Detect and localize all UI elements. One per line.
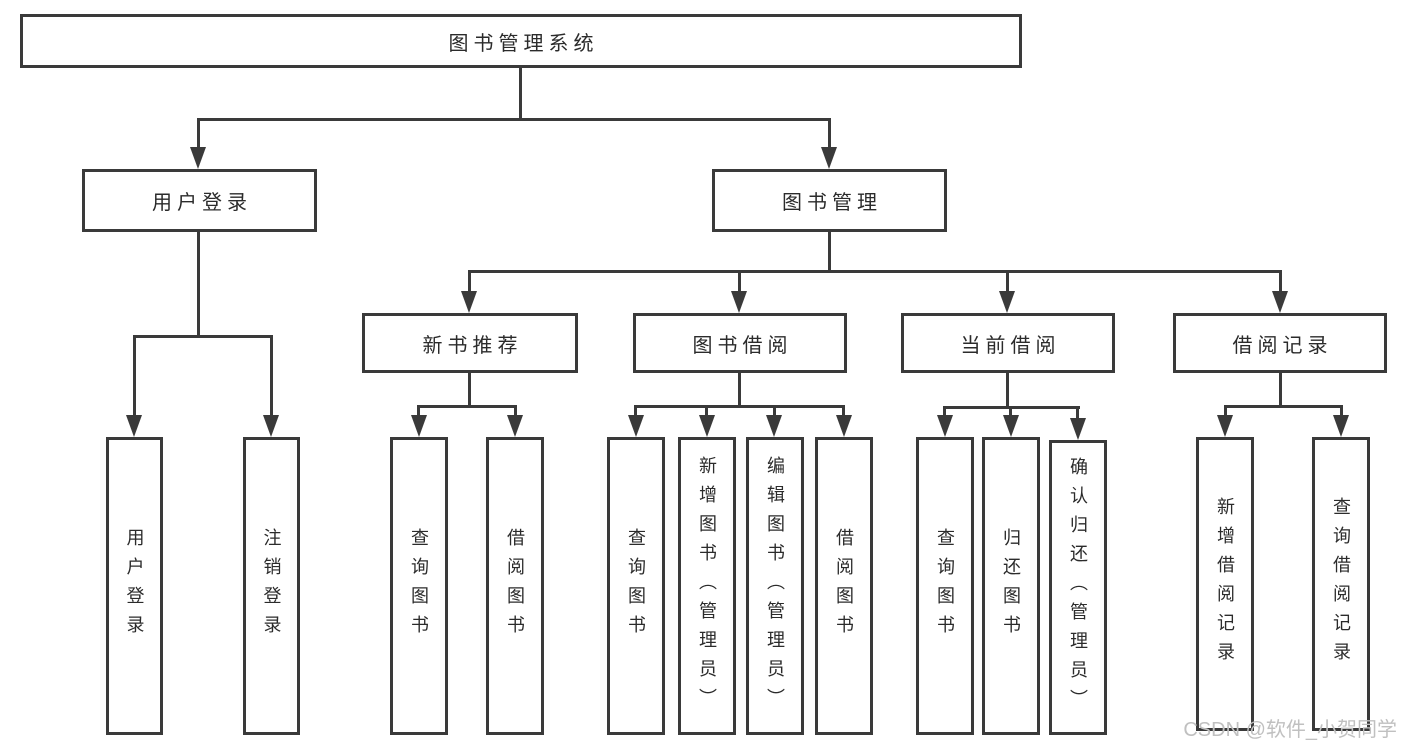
leaf-edit-books-admin: 编辑图书（管理员） xyxy=(746,437,804,735)
leaf-return-books-label: 归还图书 xyxy=(1001,528,1021,644)
arrow-down-icon xyxy=(411,415,427,437)
node-book-borrow: 图书借阅 xyxy=(633,313,847,373)
leaf-add-borrow-record-label: 新增借阅记录 xyxy=(1215,497,1235,671)
arrow-down-icon xyxy=(1003,415,1019,437)
node-new-book-recommend-label: 新书推荐 xyxy=(422,334,523,357)
leaf-borrow-books: 借阅图书 xyxy=(815,437,873,735)
connector-line xyxy=(514,405,517,421)
node-root-label: 图书管理系统 xyxy=(448,32,599,55)
connector-line xyxy=(943,406,946,421)
arrow-down-icon xyxy=(263,415,279,437)
arrow-down-icon xyxy=(999,291,1015,313)
leaf-add-borrow-record: 新增借阅记录 xyxy=(1196,437,1254,731)
arrow-down-icon xyxy=(1333,415,1349,437)
leaf-add-books-admin: 新增图书（管理员） xyxy=(678,437,736,735)
leaf-query-books-current-label: 查询图书 xyxy=(935,528,955,644)
node-user-login: 用户登录 xyxy=(82,169,317,232)
node-root: 图书管理系统 xyxy=(20,14,1022,68)
connector-line xyxy=(1006,270,1009,294)
connector-line xyxy=(1009,406,1012,421)
connector-line xyxy=(197,232,200,338)
arrow-down-icon xyxy=(628,415,644,437)
node-book-management: 图书管理 xyxy=(712,169,947,232)
connector-line xyxy=(1279,270,1282,294)
connector-line xyxy=(738,373,741,408)
connector-line xyxy=(1076,406,1079,421)
connector-line xyxy=(270,335,273,419)
leaf-borrow-books-label: 借阅图书 xyxy=(834,528,854,644)
leaf-query-books-current: 查询图书 xyxy=(916,437,974,735)
leaf-query-books-recommend: 查询图书 xyxy=(390,437,448,735)
arrow-down-icon xyxy=(126,415,142,437)
leaf-query-borrow-record-label: 查询借阅记录 xyxy=(1331,497,1351,671)
node-book-borrow-label: 图书借阅 xyxy=(692,334,793,357)
node-current-borrow-label: 当前借阅 xyxy=(960,334,1061,357)
connector-line xyxy=(133,335,273,338)
leaf-user-login-label: 用户登录 xyxy=(124,528,145,644)
node-book-management-label: 图书管理 xyxy=(782,192,882,214)
connector-line xyxy=(1224,405,1343,408)
connector-line xyxy=(417,405,420,421)
connector-line xyxy=(519,68,522,118)
node-borrow-records-label: 借阅记录 xyxy=(1232,334,1333,357)
arrow-down-icon xyxy=(1217,415,1233,437)
leaf-logout: 注销登录 xyxy=(243,437,300,735)
leaf-query-books-borrow-label: 查询图书 xyxy=(626,528,646,644)
node-user-login-label: 用户登录 xyxy=(152,192,252,214)
leaf-query-books-borrow: 查询图书 xyxy=(607,437,665,735)
connector-line xyxy=(1340,405,1343,421)
leaf-query-borrow-record: 查询借阅记录 xyxy=(1312,437,1370,731)
watermark-text: CSDN @软件_小贺同学 xyxy=(1183,719,1397,741)
node-new-book-recommend: 新书推荐 xyxy=(362,313,578,373)
connector-line xyxy=(705,405,708,421)
leaf-add-books-admin-label: 新增图书（管理员） xyxy=(697,455,717,717)
arrow-down-icon xyxy=(699,415,715,437)
connector-line xyxy=(468,373,471,408)
leaf-confirm-return-admin-label: 确认归还（管理员） xyxy=(1068,457,1088,718)
leaf-borrow-books-recommend: 借阅图书 xyxy=(486,437,544,735)
connector-line xyxy=(197,118,831,121)
leaf-query-books-recommend-label: 查询图书 xyxy=(409,528,429,644)
connector-line xyxy=(634,405,637,421)
leaf-borrow-books-recommend-label: 借阅图书 xyxy=(505,528,525,644)
connector-line xyxy=(773,405,776,421)
connector-line xyxy=(828,232,831,273)
connector-line xyxy=(634,405,845,408)
connector-line xyxy=(1224,405,1227,421)
arrow-down-icon xyxy=(1070,418,1086,440)
leaf-confirm-return-admin: 确认归还（管理员） xyxy=(1049,440,1107,735)
leaf-logout-label: 注销登录 xyxy=(261,528,282,644)
connector-line xyxy=(197,118,200,150)
connector-line xyxy=(1279,373,1282,408)
connector-line xyxy=(1006,373,1009,409)
arrow-down-icon xyxy=(461,291,477,313)
connector-line xyxy=(738,270,741,294)
connector-line xyxy=(828,118,831,150)
leaf-return-books: 归还图书 xyxy=(982,437,1040,735)
arrow-down-icon xyxy=(821,147,837,169)
arrow-down-icon xyxy=(766,415,782,437)
connector-line xyxy=(842,405,845,421)
connector-line xyxy=(468,270,471,294)
connector-line xyxy=(133,335,136,419)
connector-line xyxy=(468,270,1282,273)
arrow-down-icon xyxy=(190,147,206,169)
arrow-down-icon xyxy=(937,415,953,437)
leaf-user-login: 用户登录 xyxy=(106,437,163,735)
leaf-edit-books-admin-label: 编辑图书（管理员） xyxy=(765,455,785,717)
arrow-down-icon xyxy=(507,415,523,437)
arrow-down-icon xyxy=(731,291,747,313)
connector-line xyxy=(417,405,517,408)
arrow-down-icon xyxy=(836,415,852,437)
node-borrow-records: 借阅记录 xyxy=(1173,313,1387,373)
arrow-down-icon xyxy=(1272,291,1288,313)
node-current-borrow: 当前借阅 xyxy=(901,313,1115,373)
